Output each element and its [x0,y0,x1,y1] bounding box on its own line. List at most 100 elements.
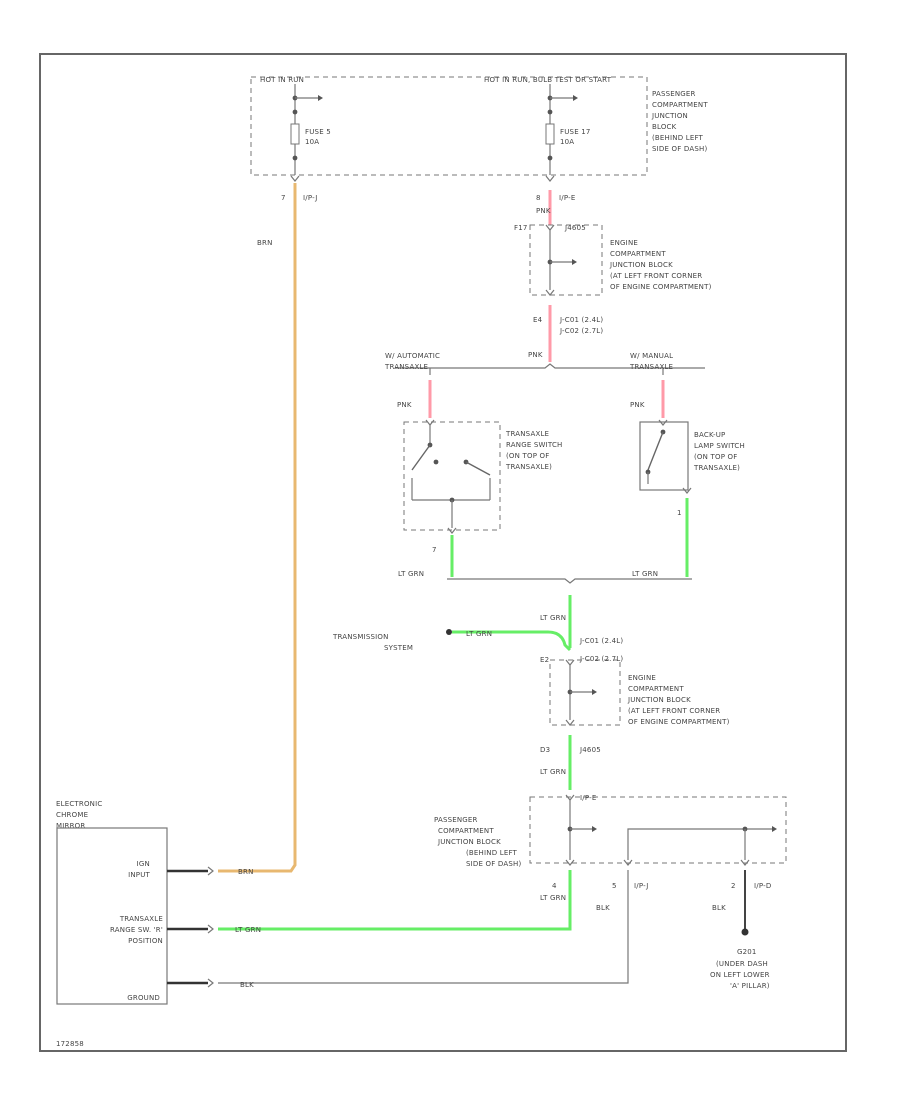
pin-f17: F17 [514,224,528,232]
ecjb1-label-3: JUNCTION BLOCK [609,261,673,269]
ground-icon [741,928,749,936]
pcjb-label-6: SIDE OF DASH) [652,145,707,153]
blk-mirror-wire [218,870,629,984]
pin-e2: E2 [540,656,549,664]
splice-j4605-2: J4605 [579,746,601,754]
brn-mirror-label: BRN [238,868,254,876]
pcjb-label-1: PASSENGER [652,90,696,98]
lt-grn-mirror-label: LT GRN [235,926,261,934]
mirror-title-3: MIRROR [56,822,85,830]
backup-switch-label-4: TRANSAXLE) [693,464,740,472]
blk-label-1: BLK [596,904,610,912]
conn-ipd-bottom: I/P-D [754,882,771,890]
ecjb2-label-2: COMPARTMENT [628,685,684,693]
pcjb-label-2: COMPARTMENT [652,101,708,109]
lt-grn-label-left: LT GRN [398,570,424,578]
pin-8-top: 8 [536,194,541,202]
fuse-17-name: FUSE 17 [560,128,591,136]
transmission-label-2: SYSTEM [384,644,413,652]
backup-switch-pin: 1 [677,509,682,517]
ecjb2-label-5: OF ENGINE COMPARTMENT) [628,718,730,726]
top-fuse-block: HOT IN RUN HOT IN RUN, BULB TEST OR STAR… [250,76,708,176]
engine-junction-block-2: ENGINE COMPARTMENT JUNCTION BLOCK (AT LE… [549,659,730,726]
mirror-ign-1: IGN [137,860,150,868]
lt-grn-bottom-label: LT GRN [540,894,566,902]
backup-switch-label-2: LAMP SWITCH [694,442,745,450]
lt-grn-trunk-label: LT GRN [540,614,566,622]
pcjb2-label-1: PASSENGER [434,816,478,824]
pcjb2-label-4: (BEHIND LEFT [466,849,518,857]
pnk-label-auto: PNK [397,401,412,409]
pnk-split-bus [395,363,705,369]
mirror-range-2: RANGE SW. 'R' [110,926,163,934]
transaxle-range-switch: TRANSAXLE RANGE SWITCH (ON TOP OF TRANSA… [403,419,562,534]
range-switch-label-1: TRANSAXLE [505,430,549,438]
lt-grn-trunk-2-label: LT GRN [540,768,566,776]
mirror-title-2: CHROME [56,811,88,819]
splice-bottom-id-1: J-C01 (2.4L) [579,637,623,645]
fuse-17-rating: 10A [560,138,574,146]
pnk-label-2: PNK [528,351,543,359]
g201-id: G201 [737,948,757,956]
range-switch-label-3: (ON TOP OF [506,452,549,460]
fuse-5-name: FUSE 5 [305,128,331,136]
hot-run-label: HOT IN RUN [260,76,304,84]
conn-ipj-top: I/P-J [303,194,317,202]
pin-d3: D3 [540,746,550,754]
g201-label-1: (UNDER DASH [716,960,768,968]
auto-branch-2: TRANSAXLE [384,363,428,371]
mirror-ign-2: INPUT [128,871,150,879]
electronic-chrome-mirror: ELECTRONIC CHROME MIRROR IGN INPUT TRANS… [56,800,214,1005]
ecjb1-label-1: ENGINE [610,239,638,247]
manual-branch-1: W/ MANUAL [630,352,673,360]
g201-label-3: 'A' PILLAR) [730,982,770,990]
splice-top-id-1: J-C01 (2.4L) [559,316,603,324]
pin-5-bottom: 5 [612,882,617,890]
fuse-5-rating: 10A [305,138,319,146]
ecjb1-label-4: (AT LEFT FRONT CORNER [610,272,702,280]
conn-ipj-bottom: I/P-J [634,882,648,890]
range-switch-label-4: TRANSAXLE) [505,463,552,471]
ecjb2-label-3: JUNCTION BLOCK [627,696,691,704]
lt-grn-collector-bus [447,578,692,584]
ecjb1-label-2: COMPARTMENT [610,250,666,258]
pcjb2-label-3: JUNCTION BLOCK [437,838,501,846]
ecjb2-label-1: ENGINE [628,674,656,682]
pcjb2-label-5: SIDE OF DASH) [466,860,521,868]
engine-junction-block-1: F17 J4605 ENGINE COMPARTMENT JUNCTION BL… [514,224,712,296]
mirror-title-1: ELECTRONIC [56,800,102,808]
transmission-label-1: TRANSMISSION [332,633,389,641]
pcjb-label-5: (BEHIND LEFT [652,134,704,142]
brn-wire-label: BRN [257,239,273,247]
backup-switch-label-3: (ON TOP OF [694,453,737,461]
backup-switch-label-1: BACK-UP [694,431,725,439]
pin-e4: E4 [533,316,543,324]
lt-grn-transmission-label: LT GRN [466,630,492,638]
figure-id: 172858 [56,1040,84,1048]
manual-branch-2: TRANSAXLE [629,363,673,371]
pcjb2-label-2: COMPARTMENT [438,827,494,835]
pnk-label-1: PNK [536,207,551,215]
pin-4-bottom: 4 [552,882,557,890]
lt-grn-mirror-wire [218,870,572,931]
pnk-label-manual: PNK [630,401,645,409]
pcjb-label-4: BLOCK [652,123,677,131]
hot-run-bulb-label: HOT IN RUN, BULB TEST OR START [484,76,612,84]
ecjb1-label-5: OF ENGINE COMPARTMENT) [610,283,712,291]
blk-label-2: BLK [712,904,726,912]
backup-lamp-switch: BACK-UP LAMP SWITCH (ON TOP OF TRANSAXLE… [639,419,745,494]
bottom-junction-block: I/P-E PASSENGER COMPARTMENT JUNCTION BLO… [434,794,787,868]
mirror-range-1: TRANSAXLE [119,915,163,923]
conn-ipe-top: I/P-E [559,194,575,202]
splice-bottom-id-2: J-C02 (2.7L) [579,655,623,663]
diagram-frame [39,53,847,1052]
g201-label-2: ON LEFT LOWER [710,971,770,979]
lt-grn-label-right: LT GRN [632,570,658,578]
brn-wire [218,183,297,873]
pin-7-top: 7 [281,194,286,202]
blk-mirror-label: BLK [240,981,254,989]
splice-j4605-1: J4605 [564,224,586,232]
ecjb2-label-4: (AT LEFT FRONT CORNER [628,707,720,715]
pin-2-bottom: 2 [731,882,736,890]
